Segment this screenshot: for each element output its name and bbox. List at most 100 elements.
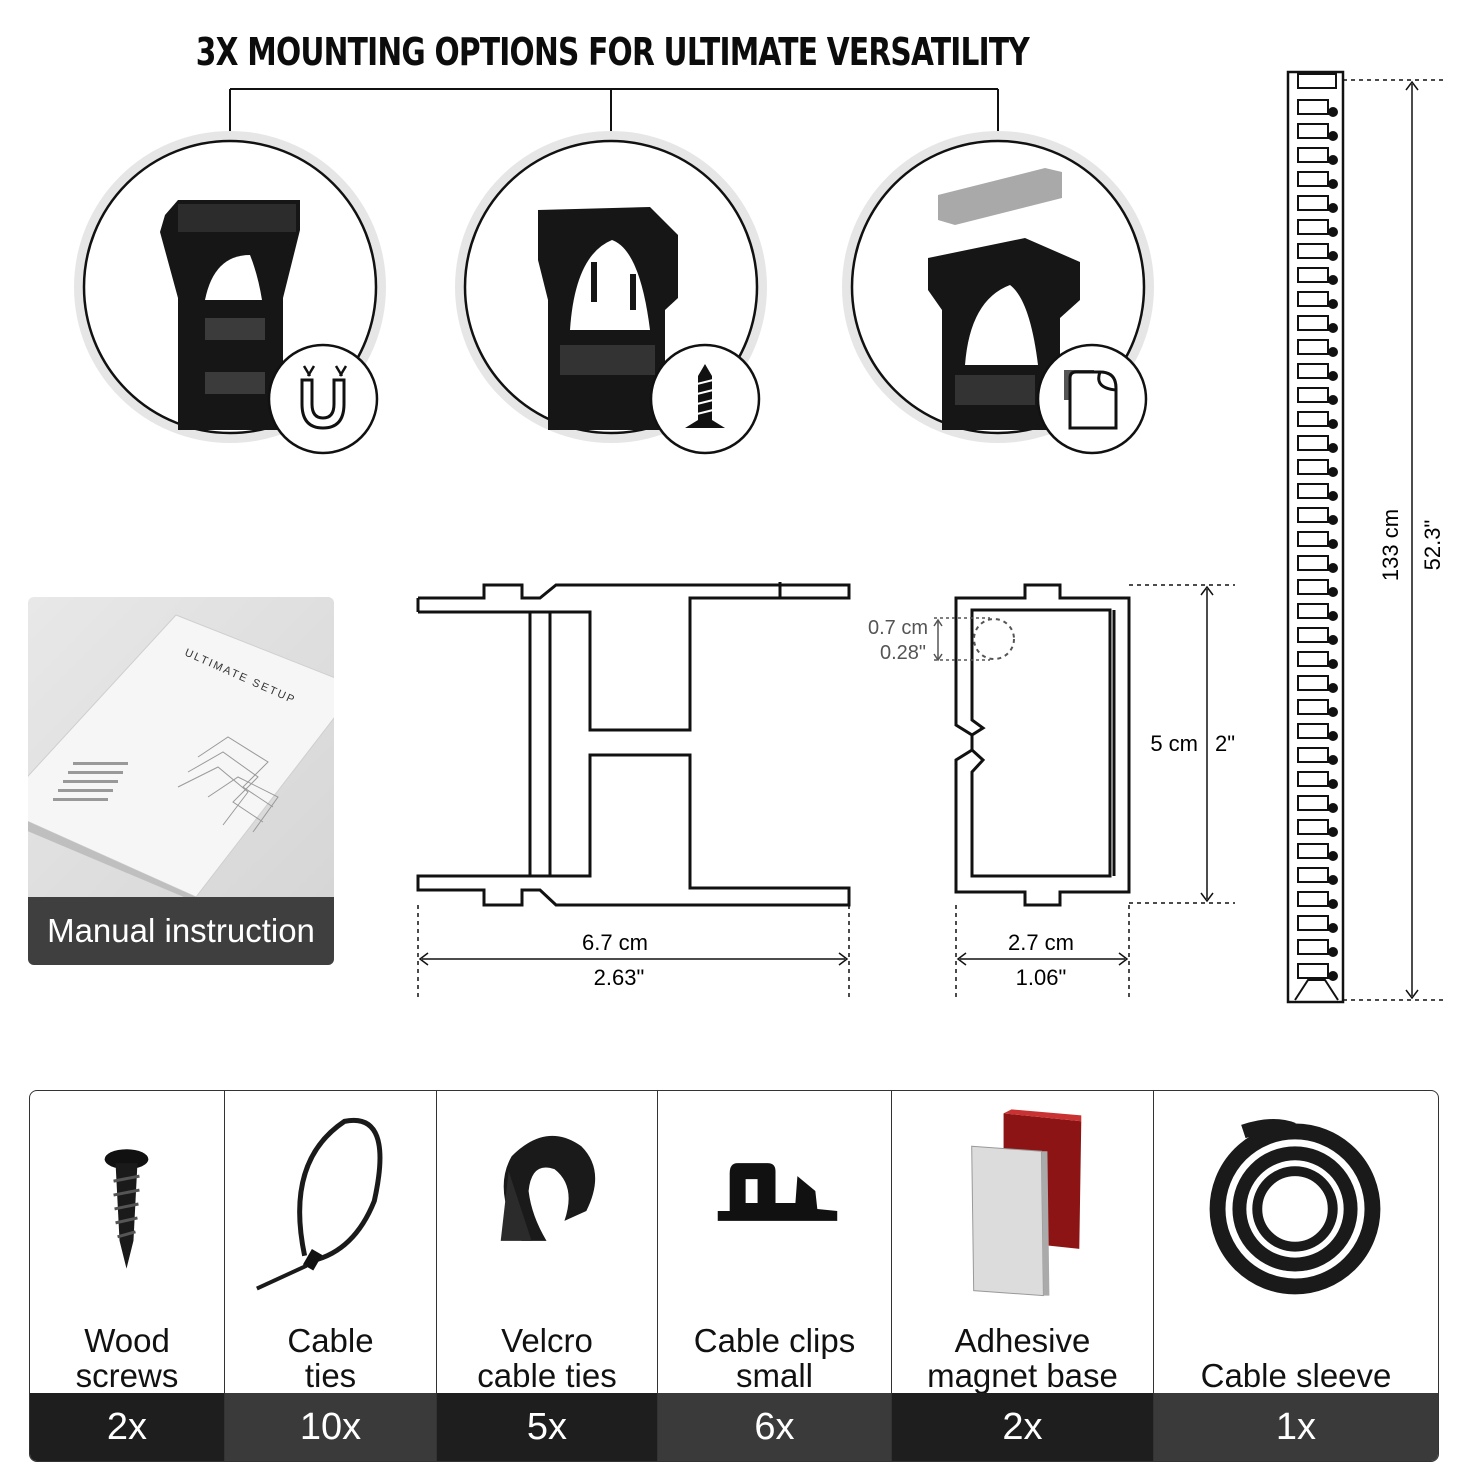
spine-rivet xyxy=(1328,371,1338,381)
spine-link xyxy=(1297,579,1329,595)
spine-link xyxy=(1297,699,1329,715)
mounting-option-adhesive xyxy=(842,131,1154,455)
height-in: 2" xyxy=(1215,731,1235,756)
depth-in: 1.06" xyxy=(1016,965,1067,990)
spine-link xyxy=(1297,363,1329,379)
height-cm: 5 cm xyxy=(1150,731,1198,756)
item-wood-screws: Wood screws 2x xyxy=(30,1091,225,1461)
spine-link xyxy=(1297,195,1329,211)
spine-link xyxy=(1297,747,1329,763)
spine-link xyxy=(1297,843,1329,859)
item-cable-clips-small: Cable clips small 6x xyxy=(658,1091,892,1461)
spine-link xyxy=(1297,675,1329,691)
spine-rivet xyxy=(1328,683,1338,693)
cable-spine xyxy=(1286,70,1345,1004)
spine-rivet xyxy=(1328,827,1338,837)
spine-link xyxy=(1297,339,1329,355)
manual-booklet: ULTIMATE SETUP xyxy=(28,614,334,897)
velcro-tie-icon xyxy=(500,1135,596,1241)
hole-in: 0.28" xyxy=(880,642,926,664)
spine-link xyxy=(1297,819,1329,835)
item-qty: 2x xyxy=(892,1393,1153,1461)
spine-link xyxy=(1297,867,1329,883)
length-in: 52.3" xyxy=(1420,520,1445,571)
item-adhesive-magnet-base: Adhesive magnet base 2x xyxy=(892,1091,1154,1461)
spine-rivet xyxy=(1328,803,1338,813)
spine-link xyxy=(1297,939,1329,955)
spine-rivet xyxy=(1328,971,1338,981)
spine-rivet xyxy=(1328,227,1338,237)
spine-link xyxy=(1297,795,1329,811)
spine-rivet xyxy=(1328,563,1338,573)
item-label: Velcro cable ties xyxy=(477,1322,617,1394)
spine-rivet xyxy=(1328,899,1338,909)
item-qty: 10x xyxy=(225,1393,436,1461)
spine-rivet xyxy=(1328,467,1338,477)
spine-link xyxy=(1297,459,1329,475)
spine-link xyxy=(1297,651,1329,667)
item-qty: 2x xyxy=(30,1393,224,1461)
hole-indicator xyxy=(973,618,1015,660)
spine-rivet xyxy=(1328,875,1338,885)
spine-link xyxy=(1297,483,1329,499)
cable-clip-icon xyxy=(717,1163,838,1221)
spine-rivet xyxy=(1328,347,1338,357)
item-qty: 6x xyxy=(658,1393,891,1461)
spine-link xyxy=(1297,435,1329,451)
spine-rivet xyxy=(1328,923,1338,933)
wood-screw-icon xyxy=(104,1149,149,1269)
spine-link xyxy=(1297,627,1329,643)
width-cm: 6.7 cm xyxy=(582,930,648,955)
spine-link xyxy=(1297,219,1329,235)
item-label: Adhesive magnet base xyxy=(927,1322,1118,1394)
spine-rivet xyxy=(1328,515,1338,525)
spine-link xyxy=(1297,507,1329,523)
spine-link xyxy=(1297,387,1329,403)
spine-link xyxy=(1297,243,1329,259)
spine-rivet xyxy=(1328,107,1338,117)
spine-rivet xyxy=(1328,731,1338,741)
spine-rivet xyxy=(1328,443,1338,453)
spine-rivet xyxy=(1328,707,1338,717)
item-velcro-cable-ties: Velcro cable ties 5x xyxy=(437,1091,658,1461)
spine-link xyxy=(1297,291,1329,307)
included-items: Wood screws 2x Cable ties 10x Velcro cab… xyxy=(29,1090,1439,1462)
spine-rivet xyxy=(1328,779,1338,789)
spine-link xyxy=(1297,963,1329,979)
mounting-options xyxy=(74,88,1154,455)
spine-rivet xyxy=(1328,179,1338,189)
spine-rivet xyxy=(1328,755,1338,765)
item-cable-ties: Cable ties 10x xyxy=(225,1091,437,1461)
spine-rivet xyxy=(1328,587,1338,597)
spine-link xyxy=(1297,771,1329,787)
item-qty: 1x xyxy=(1154,1393,1438,1461)
spine-link xyxy=(1297,123,1329,139)
mounting-option-screws xyxy=(455,131,767,455)
cable-spine-drawing: 133 cm 52.3" xyxy=(1286,70,1445,1004)
spine-rivet xyxy=(1328,275,1338,285)
spine-rivet xyxy=(1328,947,1338,957)
spine-link xyxy=(1297,171,1329,187)
manual-label: Manual instruction xyxy=(28,897,334,965)
front-view-drawing xyxy=(416,582,851,907)
spine-rivet xyxy=(1328,395,1338,405)
cable-tie-icon xyxy=(256,1117,383,1291)
screw-icon xyxy=(649,343,761,455)
spine-link xyxy=(1297,147,1329,163)
spine-link xyxy=(1297,315,1329,331)
spine-rivet xyxy=(1328,539,1338,549)
spine-link xyxy=(1297,891,1329,907)
spine-link xyxy=(1297,723,1329,739)
spine-rivet xyxy=(1328,251,1338,261)
hole-cm: 0.7 cm xyxy=(868,617,928,639)
manual-card: ULTIMATE SETUP Manual instruction xyxy=(28,597,334,965)
spine-rivet xyxy=(1328,203,1338,213)
item-label: Wood screws xyxy=(75,1322,179,1394)
spine-link xyxy=(1297,267,1329,283)
mounting-option-magnet xyxy=(74,131,386,455)
item-qty: 5x xyxy=(437,1393,657,1461)
cable-sleeve-icon xyxy=(1209,1119,1381,1295)
side-view-drawing xyxy=(954,583,1131,907)
spine-link xyxy=(1297,411,1329,427)
spine-rivet xyxy=(1328,323,1338,333)
